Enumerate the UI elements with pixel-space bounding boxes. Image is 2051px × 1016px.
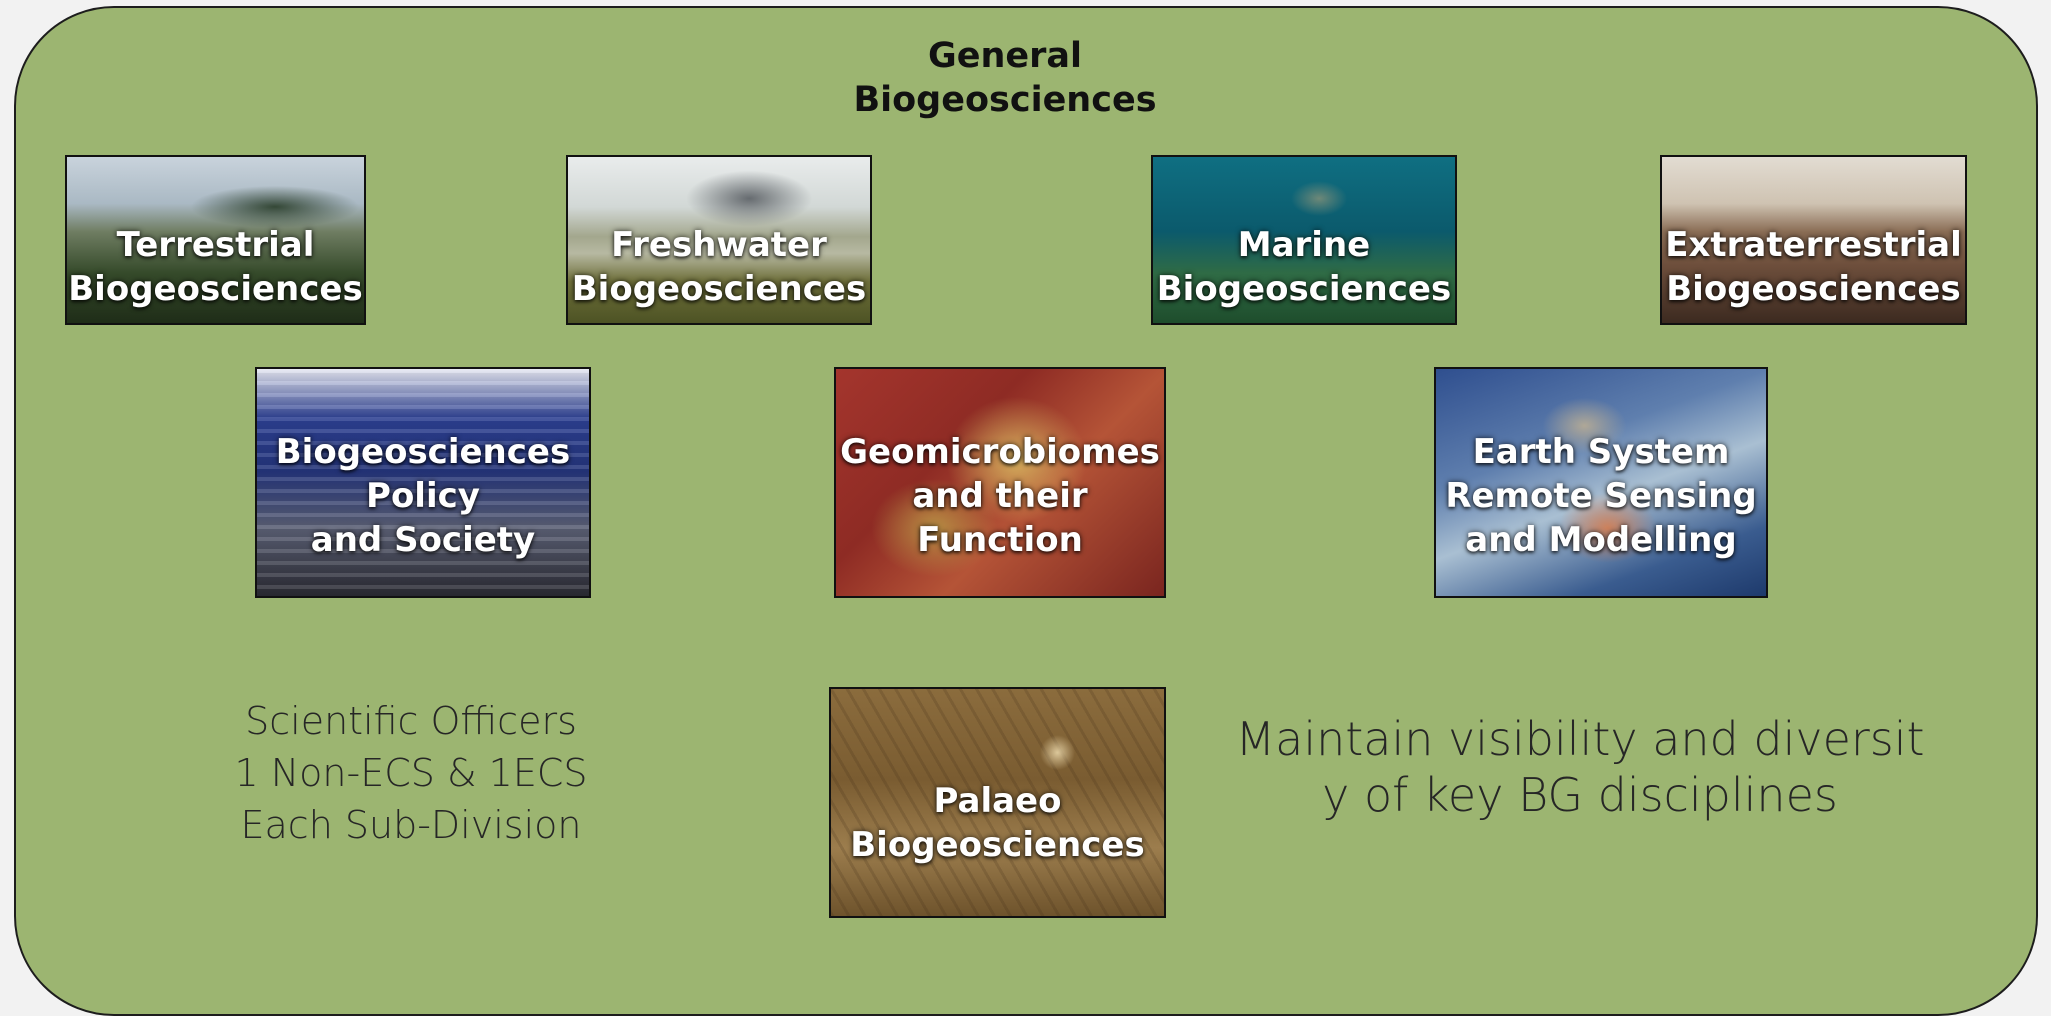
maintain-visibility-caption: Maintain visibility and diversit y of ke… <box>1235 712 1925 822</box>
tile-label: Marine Biogeosciences <box>1156 225 1452 309</box>
tile-palaeo-biogeosciences: Palaeo Biogeosciences <box>829 687 1166 918</box>
extraterrestrial-photo <box>1662 157 1965 323</box>
microbes-photo <box>836 369 1164 596</box>
freshwater-photo <box>568 157 870 323</box>
tile-label: Palaeo Biogeosciences <box>850 780 1145 865</box>
tile-label: Extraterrestrial Biogeosciences <box>1665 225 1962 309</box>
scientific-officers-caption: Scientific Officers 1 Non-ECS & 1ECS Eac… <box>234 699 588 847</box>
marine-photo <box>1153 157 1455 323</box>
tile-freshwater-biogeosciences: Freshwater Biogeosciences <box>566 155 872 325</box>
terrestrial-photo <box>67 157 364 323</box>
tile-label: Biogeosciences Policy and Society <box>275 431 571 560</box>
tile-biogeosciences-policy-and-society: Biogeosciences Policy and Society <box>255 367 591 598</box>
tile-label: Earth System Remote Sensing and Modellin… <box>1445 431 1757 560</box>
tile-extraterrestrial-biogeosciences: Extraterrestrial Biogeosciences <box>1660 155 1967 325</box>
diagram-title: General Biogeosciences <box>853 36 1157 120</box>
tile-label: Freshwater Biogeosciences <box>571 225 867 309</box>
tile-geomicrobiomes-and-their-function: Geomicrobiomes and their Function <box>834 367 1166 598</box>
tile-earth-system-remote-sensing-and-modelling: Earth System Remote Sensing and Modellin… <box>1434 367 1768 598</box>
fossil-photo <box>831 689 1164 916</box>
tile-label: Geomicrobiomes and their Function <box>840 431 1160 560</box>
parliament-photo <box>257 369 589 596</box>
tile-marine-biogeosciences: Marine Biogeosciences <box>1151 155 1457 325</box>
tile-terrestrial-biogeosciences: Terrestrial Biogeosciences <box>65 155 366 325</box>
satellite-photo <box>1436 369 1766 596</box>
tile-label: Terrestrial Biogeosciences <box>68 225 363 309</box>
